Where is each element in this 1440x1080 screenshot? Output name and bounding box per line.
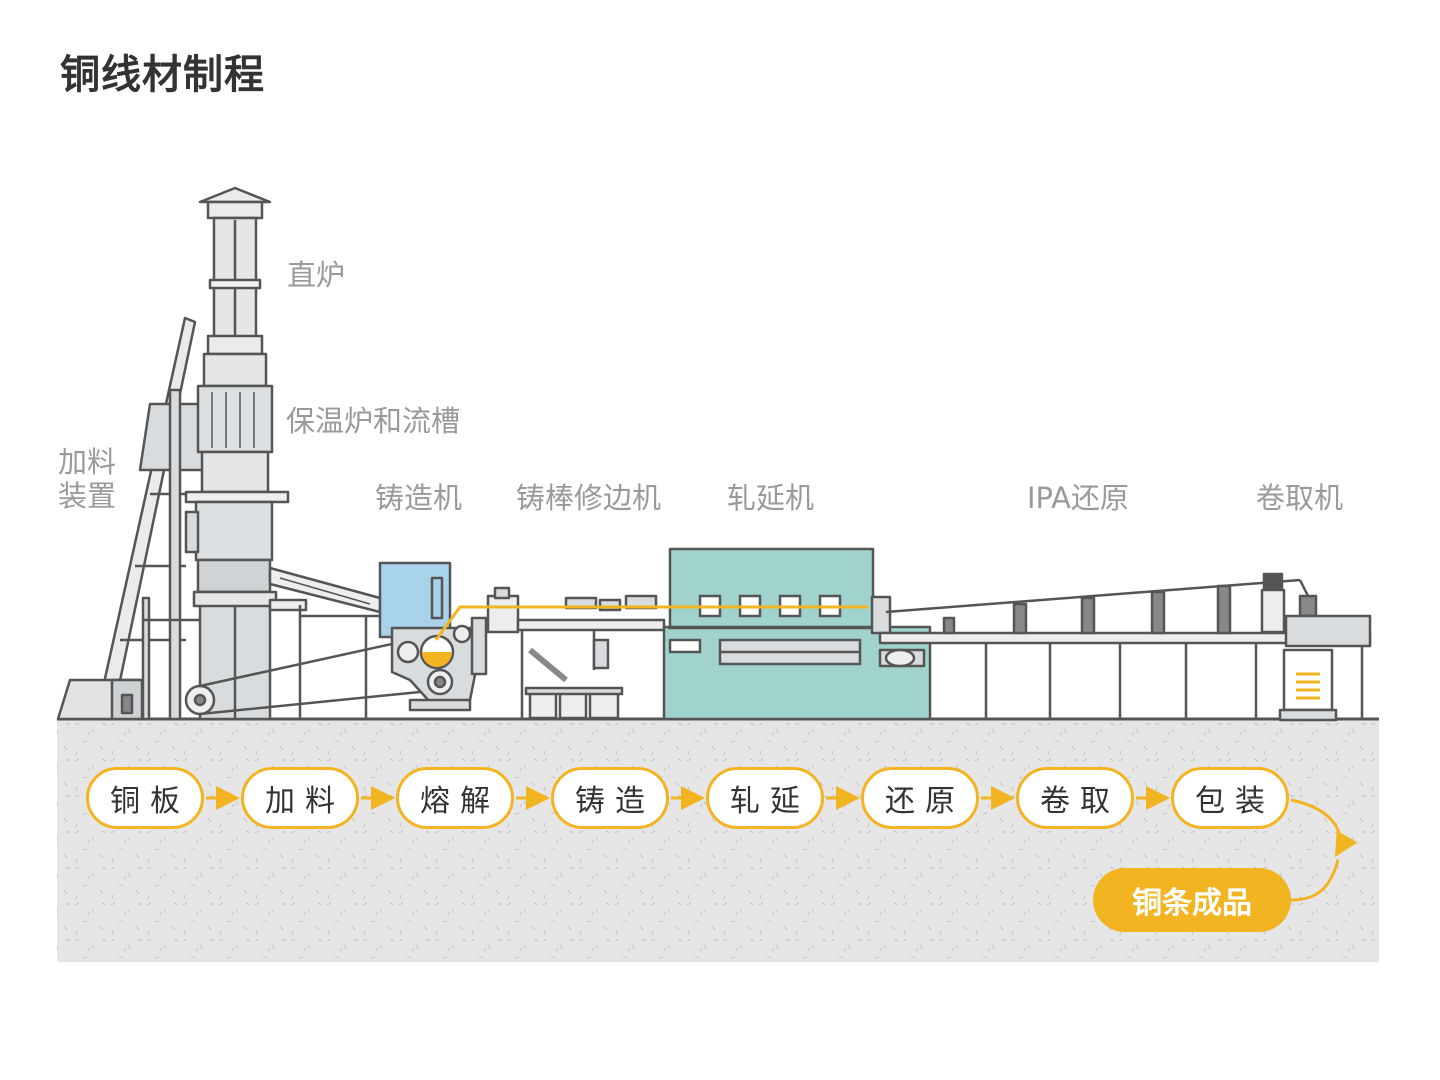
flow-connectors — [206, 786, 1358, 902]
casting-machine — [378, 561, 488, 712]
copper-rod-path — [434, 605, 868, 641]
label-shaft-furnace: 直炉 — [287, 258, 346, 292]
label-holding-furnace: 保温炉和流槽 — [286, 404, 461, 438]
final-product: 铜条成品 — [1093, 868, 1291, 932]
label-casting-machine: 铸造机 — [375, 481, 463, 515]
charging-device — [56, 316, 210, 721]
step-coiling: 卷取 — [1016, 767, 1134, 829]
label-ipa-reduction: IPA还原 — [1027, 481, 1130, 515]
rod-trimmer — [486, 586, 666, 720]
step-charging: 加料 — [241, 767, 359, 829]
coiler — [1260, 572, 1372, 722]
step-casting: 铸造 — [551, 767, 669, 829]
shaft-furnace — [184, 186, 382, 721]
step-melting: 熔解 — [396, 767, 514, 829]
label-trimmer: 铸棒修边机 — [516, 481, 662, 515]
label-charging-line2: 装置 — [58, 479, 117, 513]
step-packaging: 包装 — [1171, 767, 1289, 829]
step-copper-plate: 铜板 — [86, 767, 204, 829]
label-coiler: 卷取机 — [1256, 481, 1344, 515]
page-title: 铜线材制程 — [60, 52, 265, 98]
label-charging-line1: 加料 — [58, 445, 117, 479]
step-rolling: 轧延 — [706, 767, 824, 829]
drive-belt — [184, 638, 441, 716]
label-rolling-mill: 轧延机 — [727, 481, 815, 515]
step-reduction: 还原 — [861, 767, 979, 829]
